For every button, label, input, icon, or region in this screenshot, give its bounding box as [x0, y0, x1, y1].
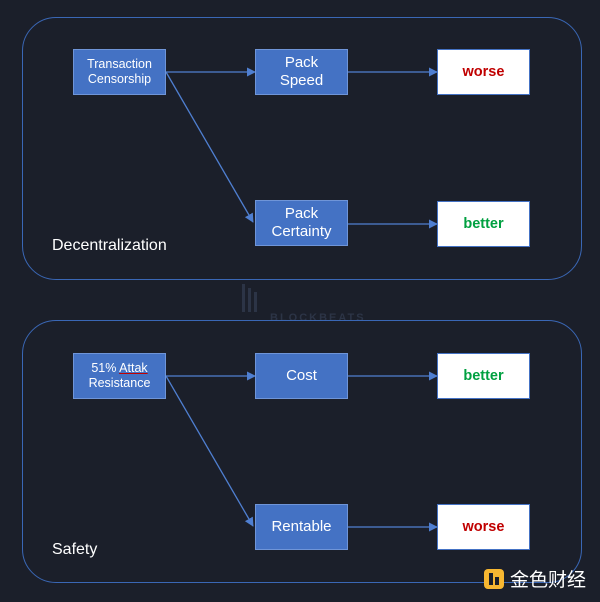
- node-cost: Cost: [255, 353, 348, 399]
- blockbeats-logo-icon: [242, 284, 257, 312]
- result-pack-speed: worse: [437, 49, 530, 95]
- footer-brand: 金色财经: [483, 565, 586, 592]
- node-pack-speed: Pack Speed: [255, 49, 348, 95]
- panel-label-decentralization: Decentralization: [52, 237, 167, 254]
- edge-attack-to-rentable: [165, 375, 254, 527]
- panel-decentralization: [22, 17, 582, 280]
- node-attack-resistance: 51% Attak Resistance: [73, 353, 166, 399]
- node-attack-resistance-text: 51% Attak Resistance: [88, 361, 151, 390]
- watermark-text: BLOCKBEATS: [270, 312, 366, 324]
- panel-safety: [22, 320, 582, 583]
- result-cost: better: [437, 353, 530, 399]
- result-rentable: worse: [437, 504, 530, 550]
- edge-censorship-to-certainty: [165, 71, 254, 223]
- jinse-logo-icon: [483, 568, 504, 589]
- misspelled-word: Attak: [119, 361, 148, 375]
- footer-brand-text: 金色财经: [509, 570, 586, 591]
- result-pack-certainty: better: [437, 201, 530, 247]
- node-transaction-censorship: Transaction Censorship: [73, 49, 166, 95]
- node-pack-certainty: Pack Certainty: [255, 200, 348, 246]
- node-rentable: Rentable: [255, 504, 348, 550]
- panel-label-safety: Safety: [52, 541, 98, 558]
